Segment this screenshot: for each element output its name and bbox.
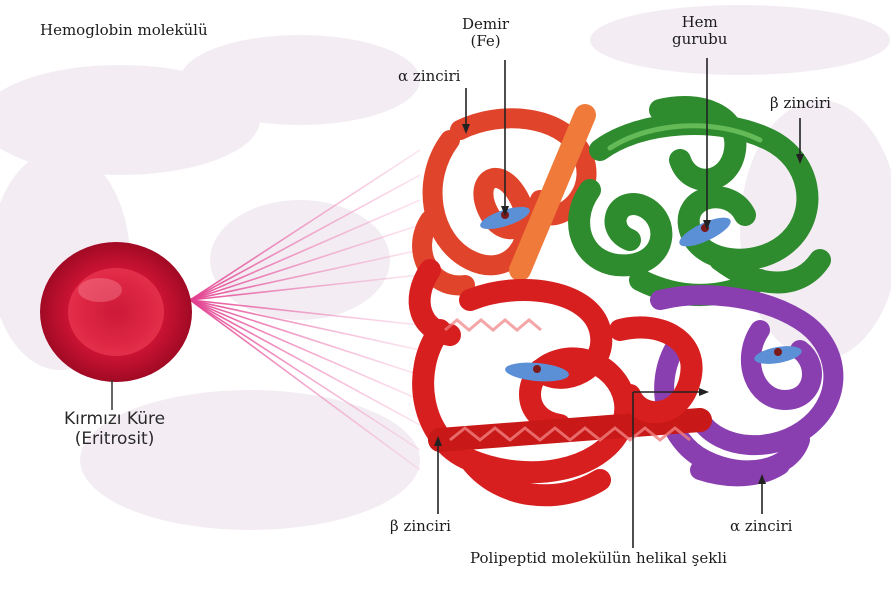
alpha-chain-bottom-label: α zinciri (730, 518, 792, 535)
iron-label-line1: Demir (462, 16, 509, 33)
rbc-label-line2: (Eritrosit) (64, 430, 165, 450)
heme-label-line1: Hem (672, 14, 727, 31)
red-blood-cell (40, 242, 192, 382)
rbc-label-line1: Kırmızı Küre (64, 410, 165, 430)
red-blood-cell-label: Kırmızı Küre (Eritrosit) (64, 410, 165, 449)
beta-chain-right-label: β zinciri (770, 95, 831, 112)
alpha-chain-top-label: α zinciri (398, 68, 460, 85)
heme-group-label: Hem gurubu (672, 14, 727, 49)
iron-label-line2: (Fe) (462, 33, 509, 50)
iron-label: Demir (Fe) (462, 16, 509, 51)
diagram-title: Hemoglobin molekülü (40, 22, 208, 39)
helix-pattern-2 (445, 320, 541, 330)
polypeptide-label: Polipeptid molekülün helikal şekli (470, 550, 727, 567)
heme-label-line2: gurubu (672, 31, 727, 48)
beta-chain-bottom-label: β zinciri (390, 518, 451, 535)
